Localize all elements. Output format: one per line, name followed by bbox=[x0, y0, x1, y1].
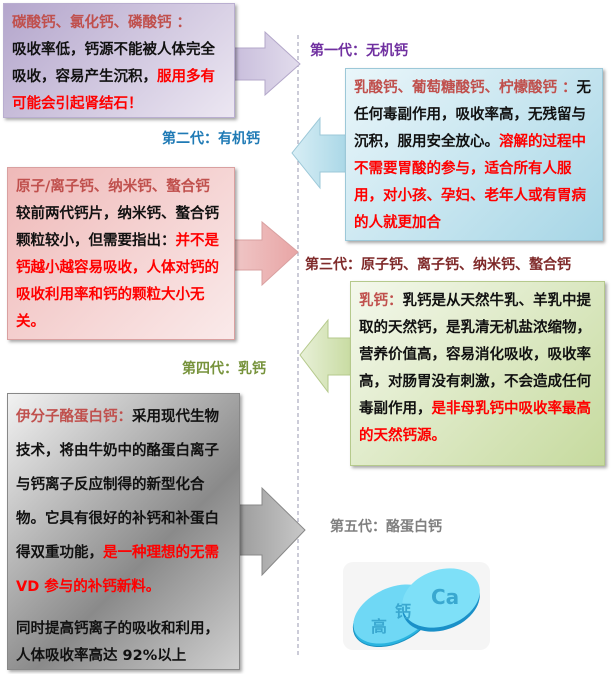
calcium-tablet-image: 高 钙 Ca bbox=[343, 562, 490, 650]
arrow-right-3 bbox=[229, 220, 299, 287]
tablet-text-3: Ca bbox=[431, 585, 459, 609]
box-highlight: 是非母乳钙中吸收率最高的天然钙源。 bbox=[359, 401, 591, 444]
box-highlight: 是一种理想的无需VD 参与的补钙新料。 bbox=[16, 545, 219, 595]
box-body: 无任何毒副作用，吸收率高，无残留与沉积，服用安全放心。 bbox=[354, 80, 592, 150]
box-body: 较前两代钙片，纳米钙、螯合钙颗粒较小，但需要指出： bbox=[16, 206, 219, 249]
tablet-text-1: 高 bbox=[371, 617, 387, 636]
gen2-label: 第二代：有机钙 bbox=[162, 131, 260, 147]
arrow-right-5 bbox=[234, 486, 306, 577]
box-body: 乳钙是从天然牛乳、羊乳中提取的天然钙，是乳清无机盐浓缩物，营养价值高，容易消化吸… bbox=[359, 293, 591, 417]
gen4-label: 第四代：乳钙 bbox=[182, 361, 266, 377]
tablet-icon: 高 钙 Ca bbox=[352, 568, 480, 648]
arrow-right-1 bbox=[229, 30, 301, 97]
box-heading: 伊分子酪蛋白钙： bbox=[16, 409, 132, 425]
nano-calcium-box: 原子/离子钙、纳米钙、螯合钙 较前两代钙片，纳米钙、螯合钙颗粒较小，但需要指出：… bbox=[7, 167, 235, 340]
casein-calcium-box: 伊分子酪蛋白钙：采用现代生物技术，将由牛奶中的酪蛋白离子与钙离子反应制得的新型化… bbox=[7, 393, 240, 670]
box-heading: 原子/离子钙、纳米钙、螯合钙 bbox=[16, 179, 210, 195]
gen5-label: 第五代：酪蛋白钙 bbox=[330, 519, 442, 535]
box-body: 吸收率低，钙源不能被人体完全吸收，容易产生沉积， bbox=[12, 42, 215, 85]
box-heading: 乳酸钙、葡萄糖酸钙、柠檬酸钙 ： bbox=[354, 80, 577, 96]
box-heading: 碳酸钙、氯化钙、磷酸钙 ： bbox=[12, 15, 192, 31]
organic-calcium-box: 乳酸钙、葡萄糖酸钙、柠檬酸钙 ：无任何毒副作用，吸收率高，无残留与沉积，服用安全… bbox=[345, 68, 603, 241]
gen1-label: 第一代：无机钙 bbox=[310, 43, 408, 59]
gen3-label: 第三代：原子钙、离子钙、纳米钙、螯合钙 bbox=[305, 257, 571, 273]
tablet-text-2: 钙 bbox=[395, 602, 411, 621]
box-highlight: 溶解的过程中不需要胃酸的参与，适合所有人服用，对小孩、孕妇、老年人或有胃病的人就… bbox=[354, 134, 586, 231]
box-extra: 同时提高钙离子的吸收和利用，人体吸收率高达 92%以上 bbox=[16, 621, 219, 664]
box-highlight: 服用多有可能会引起肾结石！ bbox=[12, 69, 215, 112]
box-heading: 乳钙： bbox=[359, 293, 403, 309]
arrow-left-4 bbox=[299, 318, 356, 394]
inorganic-calcium-box: 碳酸钙、氯化钙、磷酸钙 ： 吸收率低，钙源不能被人体完全吸收，容易产生沉积，服用… bbox=[3, 3, 235, 118]
arrow-left-2 bbox=[291, 116, 351, 190]
box-body: 采用现代生物技术，将由牛奶中的酪蛋白离子与钙离子反应制得的新型化合物。它具有很好… bbox=[16, 409, 219, 561]
milk-calcium-box: 乳钙：乳钙是从天然牛乳、羊乳中提取的天然钙，是乳清无机盐浓缩物，营养价值高，容易… bbox=[350, 281, 605, 466]
box-highlight: 并不是钙越小越容易吸收，人体对钙的吸收利用率和钙的颗粒大小无关。 bbox=[16, 233, 219, 330]
